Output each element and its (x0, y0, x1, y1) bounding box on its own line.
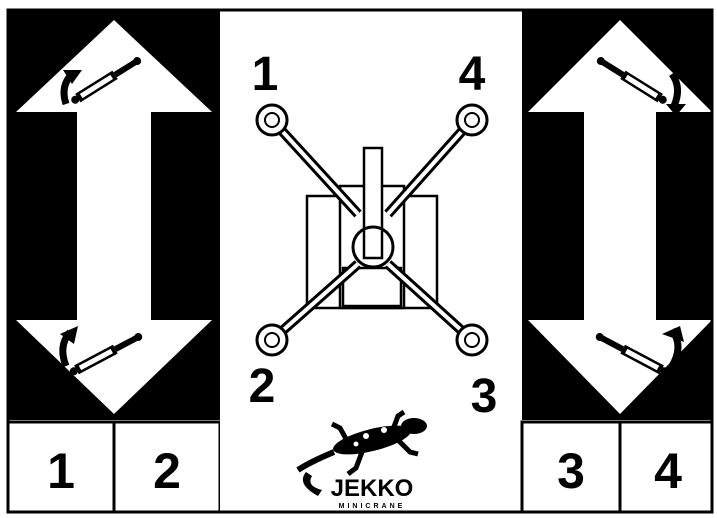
logo-brand: JEKKO (331, 475, 414, 502)
outrigger-foot-2[interactable] (257, 325, 287, 355)
outrigger-foot-1[interactable] (257, 105, 287, 135)
cell-label-2[interactable]: 2 (153, 443, 181, 499)
outrigger-label-2: 2 (249, 360, 276, 413)
logo-tagline: MINICRANE (339, 503, 406, 510)
cell-label-3[interactable]: 3 (557, 443, 585, 499)
left-panel (8, 10, 220, 420)
arrow-shaft-right (584, 110, 656, 322)
cell-label-4[interactable]: 4 (654, 443, 682, 499)
outrigger-label-1: 1 (252, 48, 279, 101)
left-number-cells: 1 2 (8, 422, 220, 512)
outrigger-foot-4[interactable] (457, 105, 487, 135)
outrigger-foot-3[interactable] (457, 325, 487, 355)
right-panel (522, 10, 712, 420)
right-number-cells: 3 4 (522, 422, 712, 512)
outrigger-label-3: 3 (471, 370, 498, 423)
cell-label-1[interactable]: 1 (47, 443, 75, 499)
arrow-shaft-left (77, 110, 151, 322)
center-panel: 1 4 2 3 JEKKO MINICRANE (220, 10, 522, 512)
outrigger-label-4: 4 (459, 48, 486, 101)
